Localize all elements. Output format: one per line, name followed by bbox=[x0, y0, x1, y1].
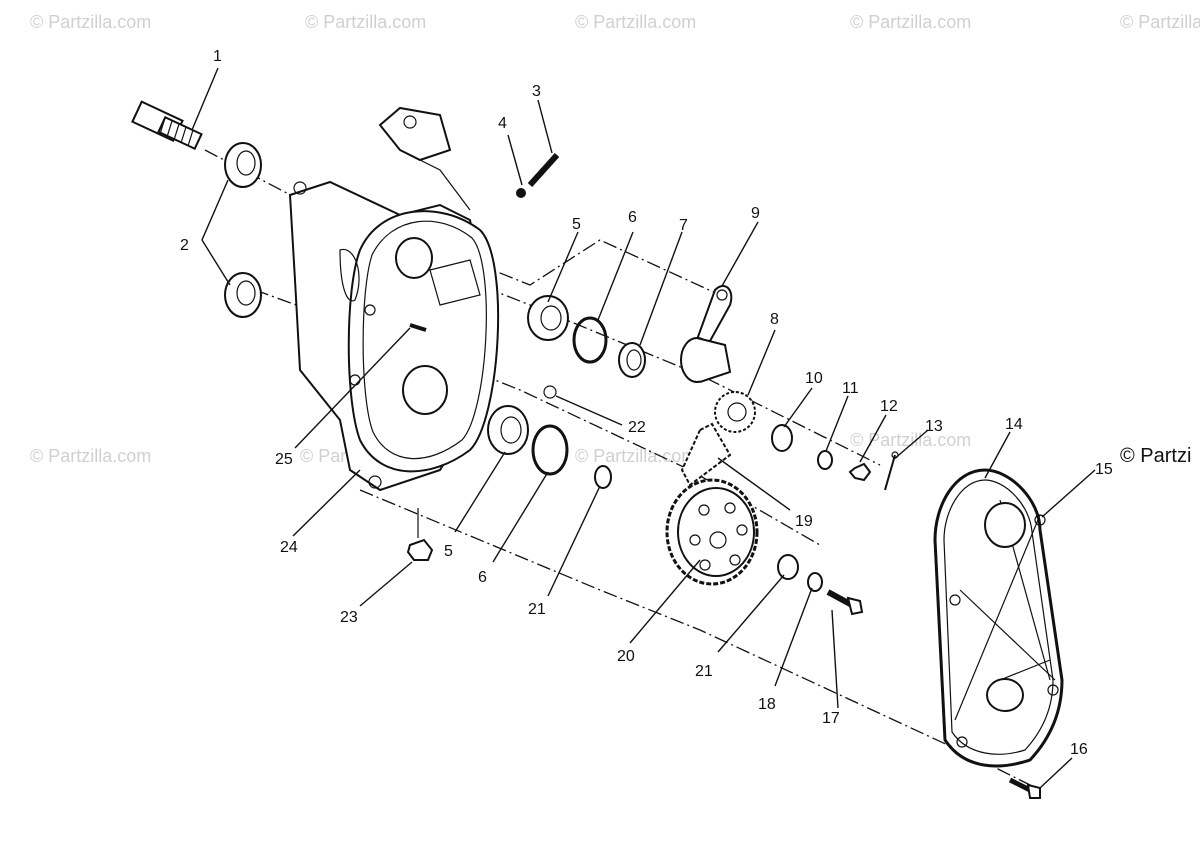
bolt-washer-set bbox=[777, 554, 864, 616]
watermark-text: © Partzilla.com bbox=[30, 12, 151, 32]
callout-number: 14 bbox=[1005, 416, 1023, 433]
watermark-text: © Partzilla.com bbox=[575, 12, 696, 32]
callout-number: 9 bbox=[751, 205, 760, 222]
chaincase-cover bbox=[933, 468, 1064, 768]
callout-number: 21 bbox=[695, 663, 713, 680]
bolt-part bbox=[516, 152, 560, 198]
callout-number: 10 bbox=[805, 370, 823, 387]
watermark-text: © Partzilla.com bbox=[305, 12, 426, 32]
watermark-text: © Partzilla.com bbox=[1120, 12, 1200, 32]
callout-number: 3 bbox=[532, 83, 541, 100]
callout-number: 16 bbox=[1070, 741, 1088, 758]
callout-number: 23 bbox=[340, 609, 358, 626]
callout-number: 7 bbox=[679, 217, 688, 234]
callout-labels: 1 2 3 4 5 6 7 8 9 10 11 12 13 14 15 16 1… bbox=[180, 48, 1113, 758]
callout-number: 11 bbox=[842, 380, 859, 397]
callout-number: 1 bbox=[213, 48, 222, 65]
callout-number: 12 bbox=[880, 398, 898, 415]
seal-part bbox=[224, 142, 262, 318]
top-sprocket bbox=[714, 391, 756, 433]
washer-nut-set bbox=[771, 424, 899, 491]
bearing-lower bbox=[487, 385, 612, 489]
bottom-sprocket bbox=[665, 478, 759, 586]
chaincase-housing bbox=[288, 106, 500, 492]
watermark-text: © Partzilla.com bbox=[30, 446, 151, 466]
watermark-side-text: © Partzi bbox=[1120, 445, 1191, 467]
small-parts bbox=[406, 323, 434, 561]
callout-number: 25 bbox=[275, 451, 293, 468]
callout-number: 4 bbox=[498, 115, 507, 132]
callout-number: 22 bbox=[628, 419, 646, 436]
callout-number: 15 bbox=[1095, 461, 1113, 478]
callout-number: 20 bbox=[617, 648, 635, 665]
callout-number: 5 bbox=[444, 543, 453, 560]
callout-number: 18 bbox=[758, 696, 776, 713]
callout-number: 8 bbox=[770, 311, 779, 328]
bearing-upper bbox=[527, 295, 646, 378]
callout-number: 19 bbox=[795, 513, 813, 530]
cover-bolt bbox=[1008, 777, 1041, 799]
watermark-layer: © Partzilla.com © Partzilla.com © Partzi… bbox=[30, 12, 1200, 466]
watermark-text: © Partzilla.com bbox=[850, 430, 971, 450]
callout-number: 24 bbox=[280, 539, 298, 556]
shaft-part bbox=[131, 100, 203, 151]
drive-chain bbox=[680, 422, 732, 487]
tensioner-arm bbox=[680, 285, 733, 383]
callout-number: 21 bbox=[528, 601, 546, 618]
callout-number: 13 bbox=[925, 418, 943, 435]
leader-lines bbox=[191, 67, 1096, 789]
callout-number: 6 bbox=[478, 569, 487, 586]
watermark-text: © Partzilla.com bbox=[850, 12, 971, 32]
callout-number: 17 bbox=[822, 710, 840, 727]
callout-number: 6 bbox=[628, 209, 637, 226]
callout-number: 5 bbox=[572, 216, 581, 233]
watermark-text: © Partzilla.com bbox=[575, 446, 696, 466]
callout-number: 2 bbox=[180, 237, 189, 254]
